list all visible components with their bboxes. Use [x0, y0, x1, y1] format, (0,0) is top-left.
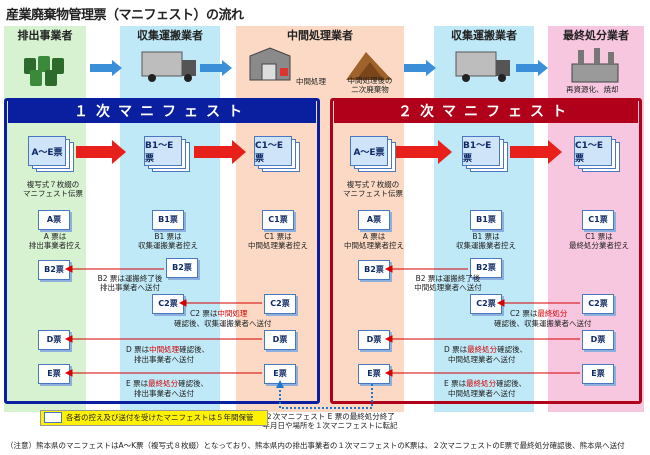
manifest1-e-note-2: 排出事業者へ送付 — [134, 389, 194, 398]
manifest2-d-slip-intermediate: D票 — [358, 330, 390, 350]
flow-arrow-icon — [404, 60, 436, 76]
header-emitter: 排出事業者 — [17, 29, 73, 42]
manifest2-e-slip: E票 — [582, 364, 614, 384]
flow-arrow-icon — [90, 60, 122, 76]
label-secondary-waste: 中間処理後の 二次廃棄物 — [347, 76, 393, 94]
header-final: 最終処分業者 — [563, 29, 629, 42]
waste-pile-icon — [346, 52, 392, 80]
manifest1-d-slip: D票 — [264, 330, 296, 350]
issue-flow-arrows — [76, 140, 562, 164]
legend-box — [40, 410, 268, 426]
manifest1-b2-note: B2 票は運搬終了後 排出事業者へ送付 — [97, 274, 163, 292]
footnote: （注意）熊本県のマニフェストはA～K票（複写式８枚綴）となっており、熊本県内の排… — [6, 441, 625, 450]
truck-icon — [141, 51, 196, 82]
manifest2-stack-ae: A～E票 — [350, 136, 396, 172]
waste-barrels-icon — [24, 56, 64, 86]
manifest2-stack-c1e: C1～E票 — [574, 136, 620, 172]
manifest2-b2-slip: B2票 — [470, 258, 502, 278]
manifest1-b2-slip-emitter: B2票 — [38, 260, 70, 280]
manifest1-panel — [4, 98, 320, 404]
header-intermediate: 中間処理業者 — [287, 29, 353, 42]
manifest2-b1-note: B1 票は 収集運搬業者控え — [456, 232, 516, 250]
incinerator-icon — [571, 48, 619, 83]
manifest1-a-note: A 票は 排出事業者控え — [28, 232, 82, 250]
truck-icon — [455, 51, 510, 82]
manifest2-a-note: A 票は 中間処理業者控え — [344, 232, 404, 250]
manifest1-c2-note-2: 確認後、収集運搬業者へ送付 — [174, 319, 272, 328]
manifest2-b2-note: B2 票は運搬終了後 中間処理業者へ送付 — [414, 274, 482, 292]
manifest2-stack-b1e: B1～E票 — [462, 136, 508, 172]
flow-arrow-icon — [516, 60, 548, 76]
manifest1-c2-note: C2 票は中間処理 — [190, 309, 248, 318]
manifest1-copy-note: 複写式７枚綴の マニフェスト伝票 — [23, 180, 83, 198]
legend-slip-icon — [44, 412, 62, 423]
manifest2-e-note: E 票は最終処分確認後、 — [444, 379, 527, 388]
manifest2-a-slip: A票 — [358, 210, 390, 230]
top-illustrations — [24, 47, 619, 86]
header-transporter1: 収集運搬業者 — [137, 29, 203, 42]
label-intermediate-process: 中間処理 — [296, 77, 326, 86]
manifest2-d-slip: D票 — [582, 330, 614, 350]
header-transporter2: 収集運搬業者 — [451, 29, 517, 42]
factory-icon — [249, 47, 291, 81]
page-title: 産業廃棄物管理票（マニフェスト）の流れ — [6, 8, 244, 23]
manifest2-b1-slip: B1票 — [470, 210, 502, 230]
manifest1-c1-slip: C1票 — [262, 210, 294, 230]
legend-text: 各者の控え及び送付を受けたマニフェストは５年間保管 — [66, 413, 254, 422]
manifest2-c2-slip: C2票 — [582, 294, 614, 314]
manifest1-b1-note: B1 票は 収集運搬業者控え — [138, 232, 198, 250]
flow-arrow-icon — [200, 60, 232, 76]
manifest1-title: １次マニフェスト — [8, 101, 316, 123]
manifest2-d-note-2: 中間処理業者へ送付 — [448, 355, 516, 364]
label-recycle: 再資源化、焼却 — [566, 85, 619, 94]
manifest2-c1-note: C1 票は 最終処分業者控え — [569, 232, 629, 250]
manifest2-e-note-2: 中間処理業者へ送付 — [448, 389, 516, 398]
manifest2-title: ２次マニフェスト — [334, 101, 638, 123]
transfer-note: ２次マニフェスト E 票の最終処分終了 年月日や場所を１次マニフェストに転記 — [262, 412, 398, 430]
manifest1-b1-slip: B1票 — [152, 210, 184, 230]
manifest1-e-note: E 票は最終処分確認後、 — [126, 379, 209, 388]
manifest2-d-note: D 票は最終処分確認後、 — [444, 345, 528, 354]
manifest1-a-slip: A票 — [38, 210, 70, 230]
manifest1-stack-ae: A～E票 — [28, 136, 74, 172]
manifest1-d-note: D 票は中間処理確認後、 — [126, 345, 210, 354]
manifest1-b2-slip: B2票 — [166, 258, 198, 278]
manifest1-stack-c1e: C1～E票 — [254, 136, 300, 172]
manifest1-c1-note: C1 票は 中間処理業者控え — [248, 232, 308, 250]
manifest2-c2-note-2: 確認後、収集運搬業者へ送付 — [494, 319, 592, 328]
manifest2-c2-note: C2 票は最終処分 — [510, 309, 568, 318]
manifest1-c2-slip: C2票 — [264, 294, 296, 314]
manifest1-stack-b1e: B1～E票 — [144, 136, 190, 172]
manifest2-panel — [330, 98, 642, 404]
manifest1-d-note-2: 排出事業者へ送付 — [134, 355, 194, 364]
manifest2-c1-slip: C1票 — [582, 210, 614, 230]
manifest2-copy-note: 複写式７枚綴の マニフェスト伝票 — [343, 180, 403, 198]
